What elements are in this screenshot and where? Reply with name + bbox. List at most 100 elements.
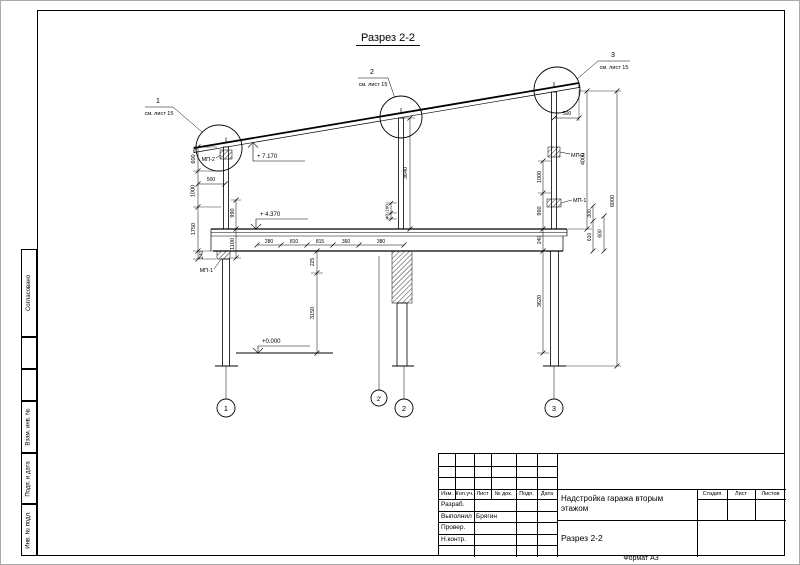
- dim-1750: 1750: [191, 223, 197, 235]
- pad-mp1-left: [216, 250, 231, 260]
- callout-circle-3: [533, 66, 581, 114]
- label-mp2-right: МП-2: [571, 153, 584, 159]
- dim-240-right: 240: [537, 236, 543, 245]
- detail-callouts: 1 см. лист 15 2 см. лист 15 3 см. лист 1…: [145, 52, 630, 172]
- dim-960: 960: [537, 206, 543, 215]
- column-axis1-lower: [222, 258, 230, 367]
- stamp-podp-data-label: Подп. и дата: [26, 460, 32, 497]
- dim-chain-inner-left: 990 1100: [230, 197, 241, 261]
- dim-240-left: 240: [199, 251, 205, 260]
- dim-chain-right: 1000 960 240 3620: [537, 158, 551, 356]
- dim-610: 610: [587, 233, 593, 242]
- pad-mp2-right: [547, 146, 561, 158]
- elevation-marks: + 7.170 + 4.370 +0.000: [247, 142, 310, 354]
- tb-name-1: Брягин: [476, 512, 497, 520]
- dim-1100: 1100: [230, 238, 236, 250]
- tb-role-prover: Провер.: [441, 524, 466, 531]
- callout-2-note: см. лист 15: [359, 82, 388, 88]
- dim-1000-left: 1000: [191, 185, 197, 197]
- dim-6000: 6000: [610, 195, 616, 207]
- elevation-roof: + 7.170: [257, 154, 278, 160]
- dim-3150: 3150: [310, 307, 316, 319]
- roof: [193, 82, 580, 153]
- stamp-empty-2: [21, 369, 37, 401]
- ground-line: [215, 352, 566, 367]
- tb-header-dok: № док.: [494, 491, 513, 497]
- stamp-vzam-inv: Взам. инв. №: [21, 401, 37, 453]
- column-axis1-upper: [223, 146, 229, 230]
- axis-3: 3: [552, 404, 556, 413]
- dim-300: 300: [587, 209, 593, 218]
- dim-chain-left: 600 1000 1750 240 500: [191, 144, 228, 262]
- title-block: Изм. Кол.уч. Лист № док. Подп. Дата Разр…: [438, 453, 786, 557]
- callout-2-num: 2: [370, 69, 374, 76]
- dim-500-left: 500: [207, 177, 216, 183]
- tb-header-sheet: Лист: [735, 491, 747, 497]
- elevation-ground: +0.000: [262, 339, 281, 345]
- tb-header-koluch: Кол.уч.: [455, 491, 474, 497]
- axis-bubbles: 1 2' 2 3: [216, 256, 564, 418]
- axis-circle-2s: [370, 389, 388, 407]
- tb-header-sheets: Листов: [761, 491, 780, 497]
- column-axis2-lower: [396, 302, 408, 367]
- elevation-floor: + 4.370: [260, 212, 281, 218]
- stamp-vzam-inv-label: Взам. инв. №: [26, 408, 33, 446]
- sheet-frame: [37, 10, 785, 556]
- dim-4000: 4000: [581, 153, 587, 165]
- format-note: Формат А3: [623, 555, 659, 562]
- dim-225: 225: [310, 258, 316, 267]
- label-mp2-left: МП-2: [202, 157, 215, 163]
- stamp-soglasovano-label: Согласовано: [26, 274, 33, 312]
- dim-100: 100: [385, 204, 390, 212]
- axis-2s: 2': [377, 396, 382, 403]
- connection-pads: [216, 146, 562, 304]
- tb-header-izm: Изм.: [441, 491, 453, 497]
- part-labels: МП-2 МП-1 МП-2 МП-1: [200, 151, 586, 274]
- floor-slab: [210, 228, 568, 252]
- callout-circle-2: [379, 95, 423, 139]
- dim-990: 990: [230, 208, 236, 217]
- dim-815: 815: [316, 239, 325, 245]
- stamp-soglasovano: Согласовано: [21, 249, 37, 337]
- dim-810: 810: [290, 239, 299, 245]
- dim-600: 600: [191, 154, 197, 163]
- dim-chain-lower: 225 3150: [310, 248, 323, 356]
- dim-40: 40: [385, 214, 390, 220]
- stamp-inv-podl-label: Инв. № подл.: [26, 511, 32, 549]
- tb-header-list: Лист: [476, 491, 489, 497]
- dim-3620: 3620: [537, 295, 543, 307]
- pad-mp2-left: [219, 149, 233, 160]
- label-mp1-right: МП-1: [573, 198, 586, 204]
- callout-circle-1: [195, 124, 243, 172]
- callout-1-note: см. лист 15: [145, 111, 174, 117]
- dim-280: 280: [265, 239, 274, 245]
- tb-role-vypolnil: Выполнил: [441, 512, 472, 520]
- dim-chain-floor: 280 810 815 360 380: [254, 239, 407, 248]
- stamp-podp-data: Подп. и дата: [21, 453, 37, 504]
- label-mp1-left: МП-1: [200, 268, 213, 274]
- axis-2: 2: [402, 404, 406, 413]
- dim-1000-right: 1000: [537, 171, 543, 183]
- dim-chain-far-right: 4000 300 610 600 6000 500: [551, 88, 621, 369]
- tb-project-title: Надстройка гаража вторым этажом: [561, 494, 664, 513]
- callout-3-note: см. лист 15: [600, 65, 629, 71]
- stamp-empty-1: [21, 337, 37, 369]
- callout-1-num: 1: [156, 98, 160, 105]
- column-axis3-lower: [550, 250, 559, 367]
- tb-header-stadia: Стадия: [702, 491, 722, 497]
- dim-600-right: 600: [598, 229, 604, 238]
- pad-mp1-right: [546, 198, 562, 208]
- axis-circle-2: [394, 398, 414, 418]
- dim-380: 380: [377, 239, 386, 245]
- tb-header-data: Дата: [540, 491, 554, 497]
- axis-circle-3: [544, 398, 564, 418]
- tb-role-nkontr: Н.контр.: [441, 535, 467, 543]
- section-title: Разрез 2-2: [356, 32, 420, 46]
- tb-header-podp: Подп.: [519, 491, 534, 497]
- dim-chain-center: 3640 100 40: [385, 115, 415, 232]
- dim-500-right: 500: [563, 111, 572, 117]
- tb-role-razrab: Разраб.: [441, 501, 465, 508]
- stamp-inv-podl: Инв. № подл.: [21, 504, 37, 556]
- dim-360: 360: [342, 239, 351, 245]
- dim-3640: 3640: [403, 167, 409, 179]
